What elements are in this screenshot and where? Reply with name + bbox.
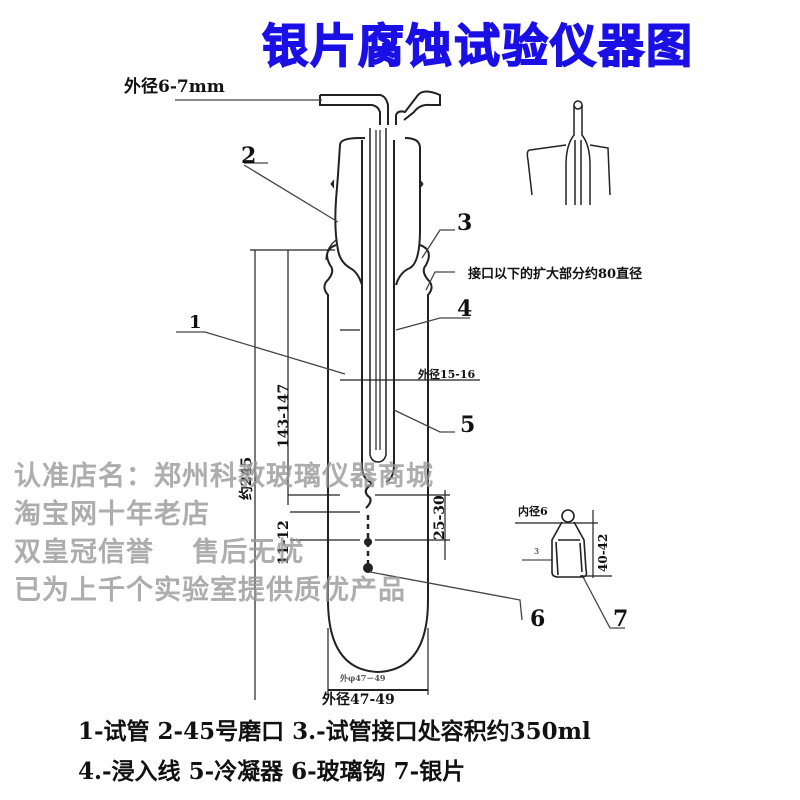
part-label-1: 1 (189, 312, 202, 333)
outer-diameter-top-label: 外径6-7mm (124, 77, 225, 97)
legend-line-2: 4.-浸入线 5-冷凝器 6-玻璃钩 7-银片 (78, 758, 466, 785)
condenser (361, 128, 395, 485)
condenser-outlet-tube (319, 90, 441, 125)
watermark-line-2: 淘宝网十年老店 (14, 499, 210, 530)
part-label-5: 5 (460, 412, 476, 438)
diagram-title: 银片腐蚀试验仪器图 (261, 18, 694, 74)
part-label-2: 2 (241, 143, 257, 169)
bottom-od-label: 外径47-49 (322, 692, 395, 708)
part-label-7: 7 (613, 606, 629, 632)
dim-40-42: 40-42 (596, 533, 610, 572)
bottom-od-small-label: 外φ47－49 (340, 673, 386, 683)
silver-strip-detail (515, 509, 612, 578)
inner-diameter-label: 内径6 (518, 505, 548, 518)
condenser-od-label: 外径15-16 (418, 368, 476, 381)
test-tube (323, 239, 433, 674)
ground-joint (330, 137, 424, 286)
leader-lines (175, 99, 625, 629)
part-label-6: 6 (530, 606, 546, 632)
watermark-line-4: 已为上千个实验室提供质优产品 (14, 575, 406, 606)
watermark-line-1: 认准店名：郑州科教玻璃仪器商城 (14, 461, 434, 492)
expansion-note: 接口以下的扩大部分约80直径 (468, 267, 643, 282)
part-label-3: 3 (457, 210, 473, 236)
glass-hook-assembly (363, 483, 373, 573)
dim-25-30: 25-30 (432, 495, 448, 540)
part-label-4: 4 (457, 296, 473, 322)
legend-line-1: 1-试管 2-45号磨口 3.-试管接口处容积约350ml (78, 718, 591, 745)
dim-3: 3 (534, 547, 540, 556)
dimension-lines (250, 249, 450, 700)
watermark-line-3: 双皇冠信誉 售后无忧 (14, 537, 305, 568)
dim-143-147: 143-147 (276, 383, 292, 448)
joint-detail (526, 100, 611, 205)
